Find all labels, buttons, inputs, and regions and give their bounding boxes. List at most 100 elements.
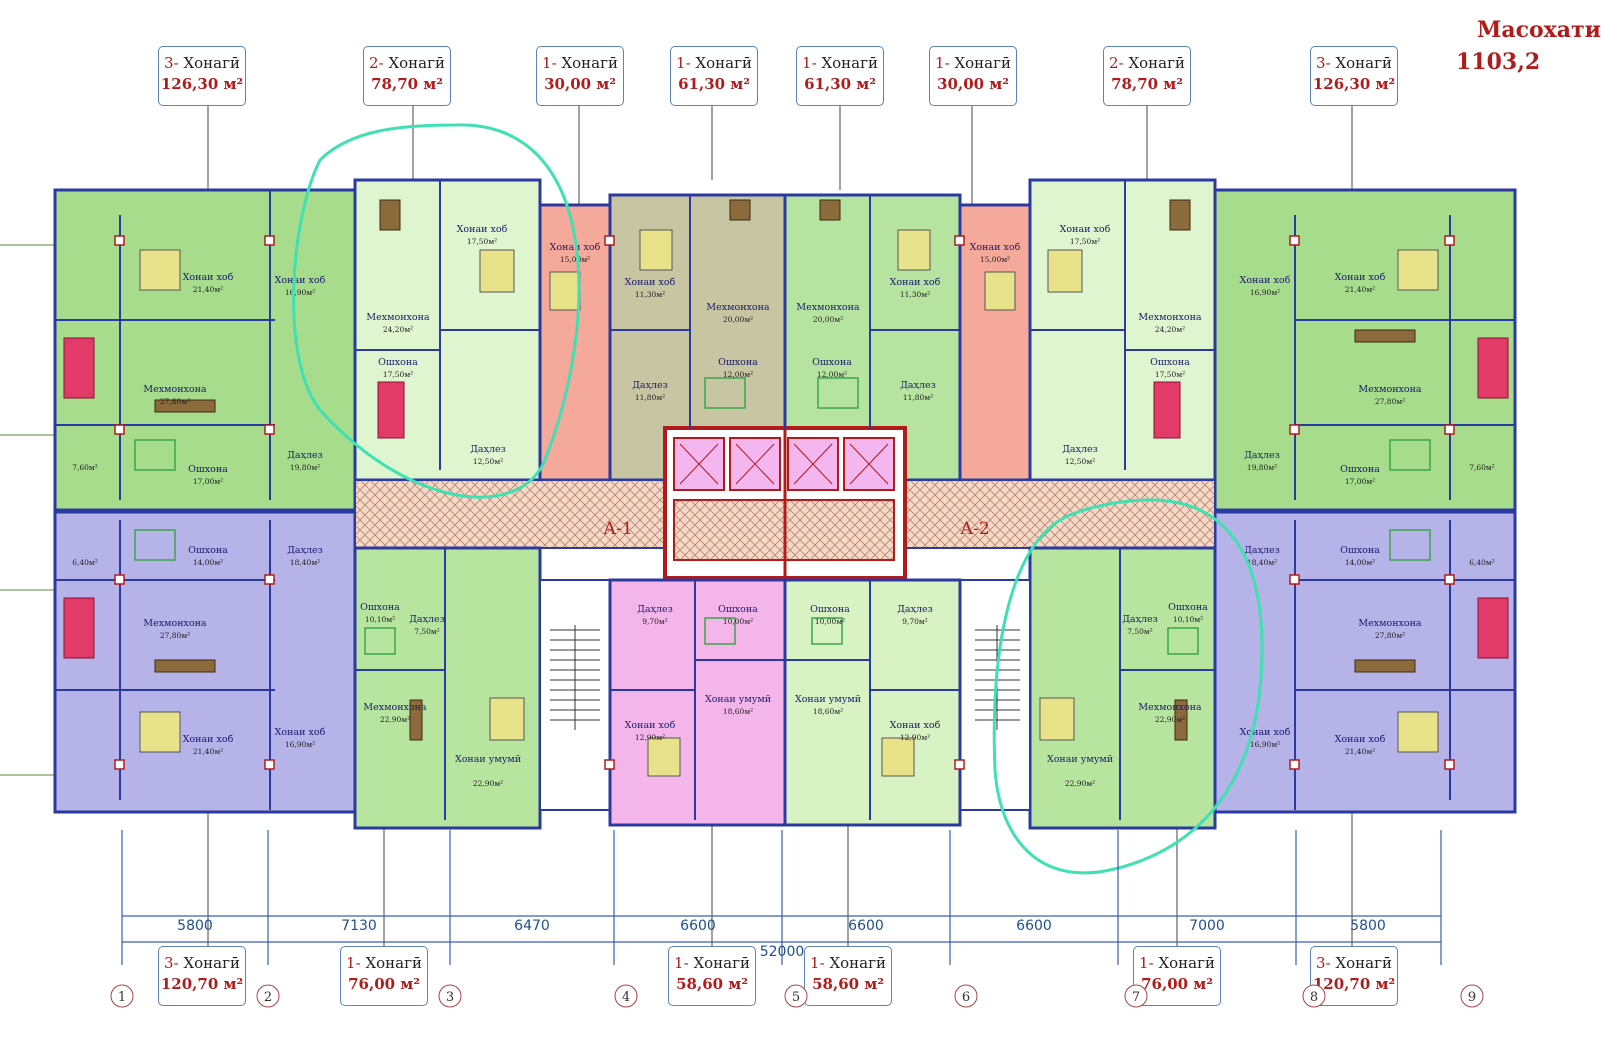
axis-8: 8 <box>1310 990 1318 1005</box>
unit-label: Хонагӣ <box>1335 54 1392 72</box>
room-label: Хонаи умумӣ <box>795 694 861 705</box>
room-area: 18,40м² <box>290 558 320 567</box>
room-area: 7,60м² <box>1469 463 1495 472</box>
room-label: Хонаи умумӣ <box>705 694 771 705</box>
unit-callout-top-2[interactable]: 2- Хонагӣ 78,70 м² <box>363 46 451 106</box>
room-area: 11,30м² <box>635 290 665 299</box>
room-label: Хонаи хоб <box>457 224 508 235</box>
room-label: Даҳлез <box>632 380 668 391</box>
unit-callout-bottom-1[interactable]: 3- Хонагӣ 120,70 м² <box>158 946 246 1006</box>
room-area: 7,60м² <box>72 463 98 472</box>
room-area: 21,40м² <box>193 747 223 756</box>
unit-label: Хонагӣ <box>1335 954 1392 972</box>
room-labels: Хонаи хоб 21,40м² Хонаи хоб 16,90м² Мехм… <box>72 224 1495 788</box>
room-label: Даҳлез <box>1244 545 1280 556</box>
room-label: Мехмонхона <box>366 312 430 323</box>
room-label: Ошхона <box>188 464 228 475</box>
room-area: 22,90м² <box>473 779 503 788</box>
room-area: 27,80м² <box>160 631 190 640</box>
apartment-1room-76-right[interactable] <box>1028 546 1217 830</box>
unit-callout-bottom-3[interactable]: 1- Хонагӣ 58,60 м² <box>668 946 756 1006</box>
dimension-1: 5800 <box>177 918 213 934</box>
unit-area: 120,70 м² <box>160 975 244 993</box>
apartment-1room-58-right[interactable] <box>783 578 962 827</box>
room-area: 11,80м² <box>635 393 665 402</box>
room-area: 12,90м² <box>900 733 930 742</box>
unit-label: Хонагӣ <box>829 954 886 972</box>
room-area: 17,50м² <box>467 237 497 246</box>
unit-area: 78,70 м² <box>371 75 443 93</box>
room-area: 20,00м² <box>813 315 843 324</box>
unit-callout-bottom-4[interactable]: 1- Хонагӣ 58,60 м² <box>804 946 892 1006</box>
section-label-a2: А-2 <box>960 519 989 539</box>
room-area: 14,00м² <box>1345 558 1375 567</box>
room-area: 16,90м² <box>1250 740 1280 749</box>
room-label: Ошхона <box>1340 464 1380 475</box>
room-area: 16,90м² <box>285 740 315 749</box>
unit-callout-bottom-2[interactable]: 1- Хонагӣ 76,00 м² <box>340 946 428 1006</box>
apartment-3room-top-left[interactable] <box>53 188 357 512</box>
apartment-1room-small-right[interactable] <box>958 203 1032 482</box>
room-area: 10,10м² <box>365 615 395 624</box>
room-label: Хонаи хоб <box>890 277 941 288</box>
room-label: Хонаи умумӣ <box>1047 754 1113 765</box>
room-area: 12,00м² <box>723 370 753 379</box>
unit-callout-top-7[interactable]: 2- Хонагӣ 78,70 м² <box>1103 46 1191 106</box>
room-area: 12,00м² <box>817 370 847 379</box>
room-area: 27,80м² <box>1375 631 1405 640</box>
room-label: Мехмонхона <box>143 384 207 395</box>
axis-markers <box>110 984 1484 1008</box>
room-area: 11,80м² <box>903 393 933 402</box>
room-label: Даҳлез <box>1122 614 1158 625</box>
room-area: 22,90м² <box>1155 715 1185 724</box>
room-area: 12,50м² <box>1065 457 1095 466</box>
room-label: Ошхона <box>810 604 850 615</box>
room-area: 7,50м² <box>1127 627 1153 636</box>
highlight-circle-top <box>292 123 581 499</box>
unit-label: Хонагӣ <box>693 954 750 972</box>
room-area: 15,00м² <box>560 255 590 264</box>
unit-area: 58,60 м² <box>676 975 748 993</box>
apartment-1room-58-left[interactable] <box>608 578 787 827</box>
unit-label: Хонагӣ <box>561 54 618 72</box>
unit-rooms: 1- <box>810 954 825 972</box>
room-area: 18,40м² <box>1247 558 1277 567</box>
room-area: 19,80м² <box>290 463 320 472</box>
room-area: 16,90м² <box>1250 288 1280 297</box>
room-label: Ошхона <box>718 357 758 368</box>
room-label: Даҳлез <box>470 444 506 455</box>
room-label: Хонаи хоб <box>1060 224 1111 235</box>
unit-area: 61,30 м² <box>804 75 876 93</box>
room-area: 6,40м² <box>72 558 98 567</box>
unit-callout-bottom-5[interactable]: 1- Хонагӣ 76,00 м² <box>1133 946 1221 1006</box>
dimension-total: 52000 <box>760 944 805 960</box>
room-area: 24,20м² <box>1155 325 1185 334</box>
room-area: 22,90м² <box>380 715 410 724</box>
room-label: Мехмонхона <box>1358 384 1422 395</box>
room-label: Даҳлез <box>287 450 323 461</box>
unit-callout-top-3[interactable]: 1- Хонагӣ 30,00 м² <box>536 46 624 106</box>
room-label: Даҳлез <box>1062 444 1098 455</box>
room-label: Хонаи хоб <box>183 734 234 745</box>
unit-callout-top-5[interactable]: 1- Хонагӣ 61,30 м² <box>796 46 884 106</box>
unit-callout-top-4[interactable]: 1- Хонагӣ 61,30 м² <box>670 46 758 106</box>
room-area: 11,30м² <box>900 290 930 299</box>
unit-area: 30,00 м² <box>937 75 1009 93</box>
room-label: Хонаи хоб <box>275 727 326 738</box>
room-area: 24,20м² <box>383 325 413 334</box>
room-label: Даҳлез <box>900 380 936 391</box>
unit-callout-top-6[interactable]: 1- Хонагӣ 30,00 м² <box>929 46 1017 106</box>
room-area: 27,80м² <box>1375 397 1405 406</box>
dimension-7: 7000 <box>1189 918 1225 934</box>
apartment-1room-76-left[interactable] <box>353 546 542 830</box>
axis-9: 9 <box>1468 990 1476 1005</box>
unit-callout-top-8[interactable]: 3- Хонагӣ 126,30 м² <box>1310 46 1398 106</box>
room-label: Хонаи хоб <box>625 720 676 731</box>
unit-area: 76,00 м² <box>1141 975 1213 993</box>
unit-callout-top-1[interactable]: 3- Хонагӣ 126,30 м² <box>158 46 246 106</box>
room-area: 9,70м² <box>642 617 668 626</box>
room-label: Мехмонхона <box>1138 702 1202 713</box>
apartment-3room-top-right[interactable] <box>1213 188 1517 512</box>
room-area: 19,80м² <box>1247 463 1277 472</box>
